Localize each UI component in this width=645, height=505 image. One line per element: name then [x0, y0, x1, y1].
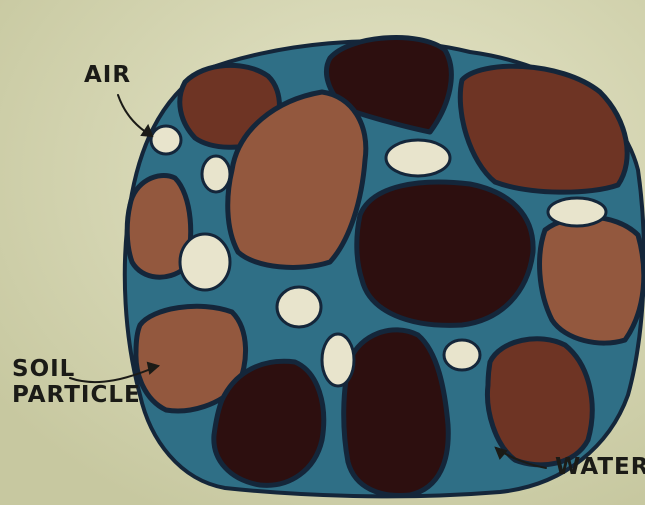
- air-label: AIR: [84, 62, 131, 88]
- air-pocket: [202, 156, 230, 192]
- air-pocket: [277, 287, 321, 327]
- soil-particle: [357, 182, 533, 325]
- soil-particle-label-line1: SOIL: [12, 356, 141, 382]
- water-label: WATER: [555, 454, 645, 480]
- air-pocket: [151, 126, 181, 154]
- soil-particle: [344, 330, 449, 496]
- soil-particle-label-line2: PARTICLE: [12, 382, 141, 408]
- air-pocket: [180, 234, 230, 290]
- air-pocket: [444, 340, 480, 370]
- soil-particle-label: SOIL PARTICLE: [12, 356, 141, 409]
- air-pocket: [386, 140, 450, 176]
- soil-particle: [540, 217, 644, 343]
- soil-particle: [487, 339, 592, 465]
- air-pocket: [322, 334, 354, 386]
- air-pocket: [548, 198, 606, 226]
